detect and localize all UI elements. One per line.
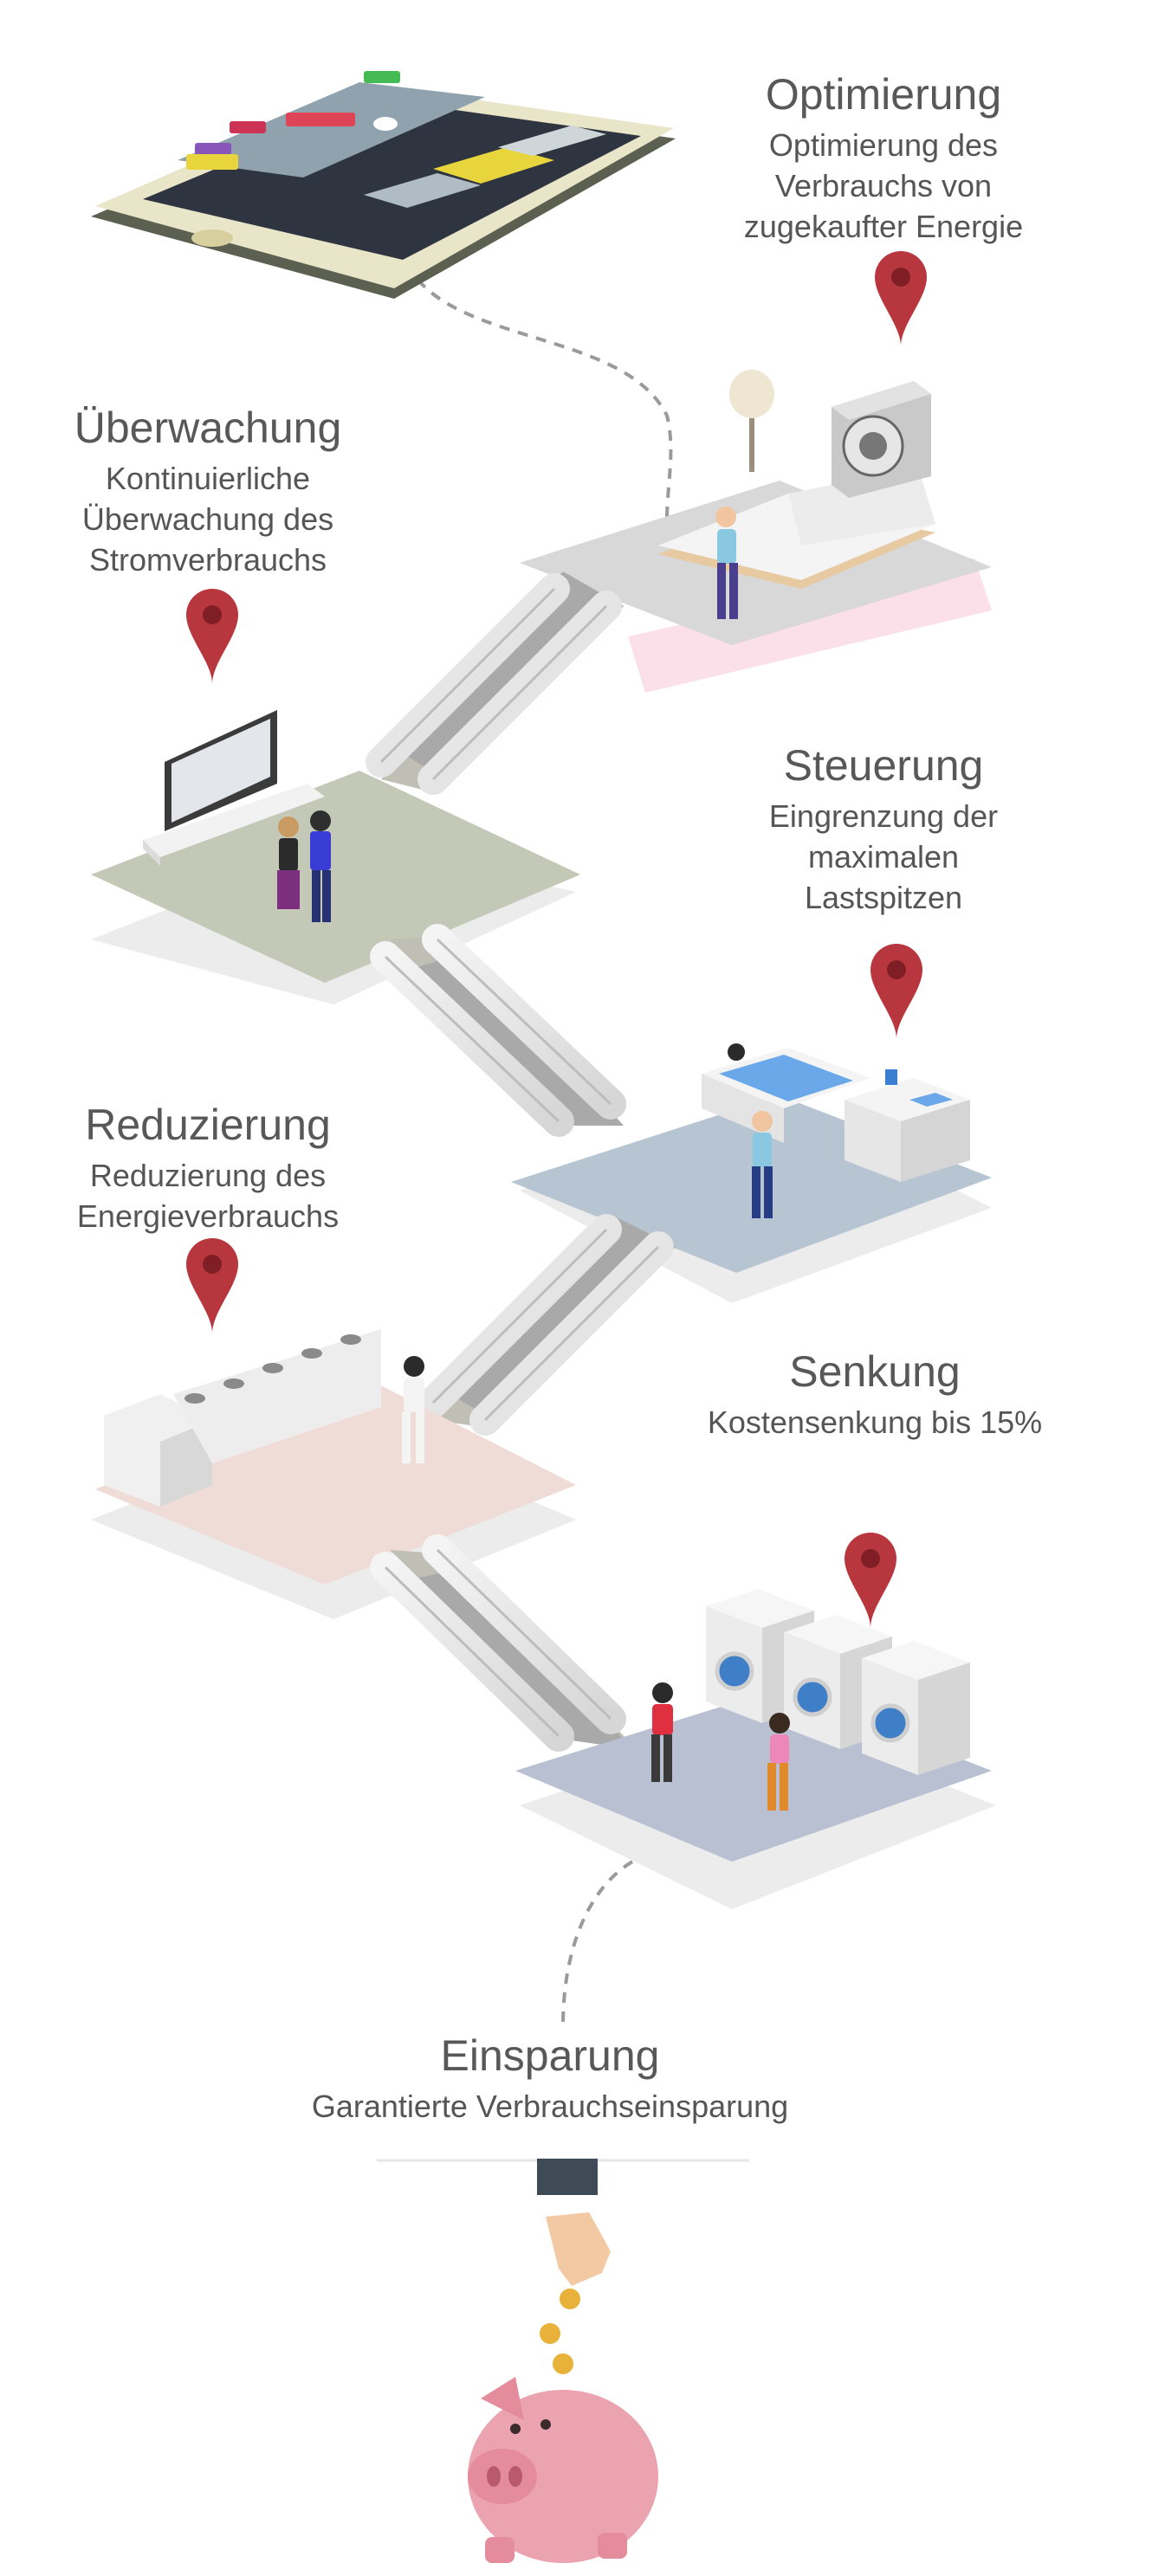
label-steuerung: Steuerung Eingrenzung der maximalen Last… <box>693 740 1074 918</box>
bedroom-scene <box>520 370 992 693</box>
escalator-4 <box>370 1534 632 1752</box>
label-optimierung: Optimierung Optimierung des Verbrauchs v… <box>676 69 1091 247</box>
piggy-bank-illustration <box>377 2159 749 2563</box>
laundry-scene <box>515 1589 996 1909</box>
section-title: Einsparung <box>440 2031 660 2080</box>
section-title: Überwachung <box>74 404 342 452</box>
label-senkung: Senkung Kostensenkung bis 15% <box>658 1346 1091 1443</box>
label-ueberwachung: Überwachung Kontinuierliche Überwachung … <box>17 403 398 580</box>
section-description: Kostensenkung bis 15% <box>707 1404 1043 1440</box>
location-pin-icon <box>870 944 922 1039</box>
location-pin-icon <box>186 589 238 684</box>
label-reduzierung: Reduzierung Reduzierung des Energieverbr… <box>17 1100 398 1236</box>
section-title: Senkung <box>789 1347 961 1396</box>
location-pin-icon <box>875 251 927 346</box>
section-title: Reduzierung <box>85 1101 331 1149</box>
location-pin-icon <box>845 1533 896 1628</box>
section-title: Steuerung <box>783 741 984 790</box>
living-room-scene <box>91 710 580 1004</box>
section-description: Garantierte Verbrauchseinsparung <box>311 2089 789 2124</box>
label-einsparung: Einsparung Garantierte Verbrauchseinspar… <box>273 2030 827 2127</box>
dashed-connector-bottom <box>561 1860 634 2027</box>
escalator-2 <box>370 924 626 1137</box>
dashed-connector-top <box>405 263 673 520</box>
escalator-1 <box>366 571 624 795</box>
escalator-3 <box>417 1214 676 1436</box>
section-description: Optimierung des Verbrauchs von zugekauft… <box>743 127 1024 244</box>
section-description: Reduzierung des Energieverbrauchs <box>76 1158 340 1234</box>
section-description: Kontinuierliche Überwachung des Stromver… <box>81 461 334 578</box>
section-description: Eingrenzung der maximalen Lastspitzen <box>768 798 999 915</box>
section-title: Optimierung <box>765 70 1002 119</box>
location-pin-icon <box>186 1238 238 1333</box>
smartphone-illustration <box>91 71 676 299</box>
